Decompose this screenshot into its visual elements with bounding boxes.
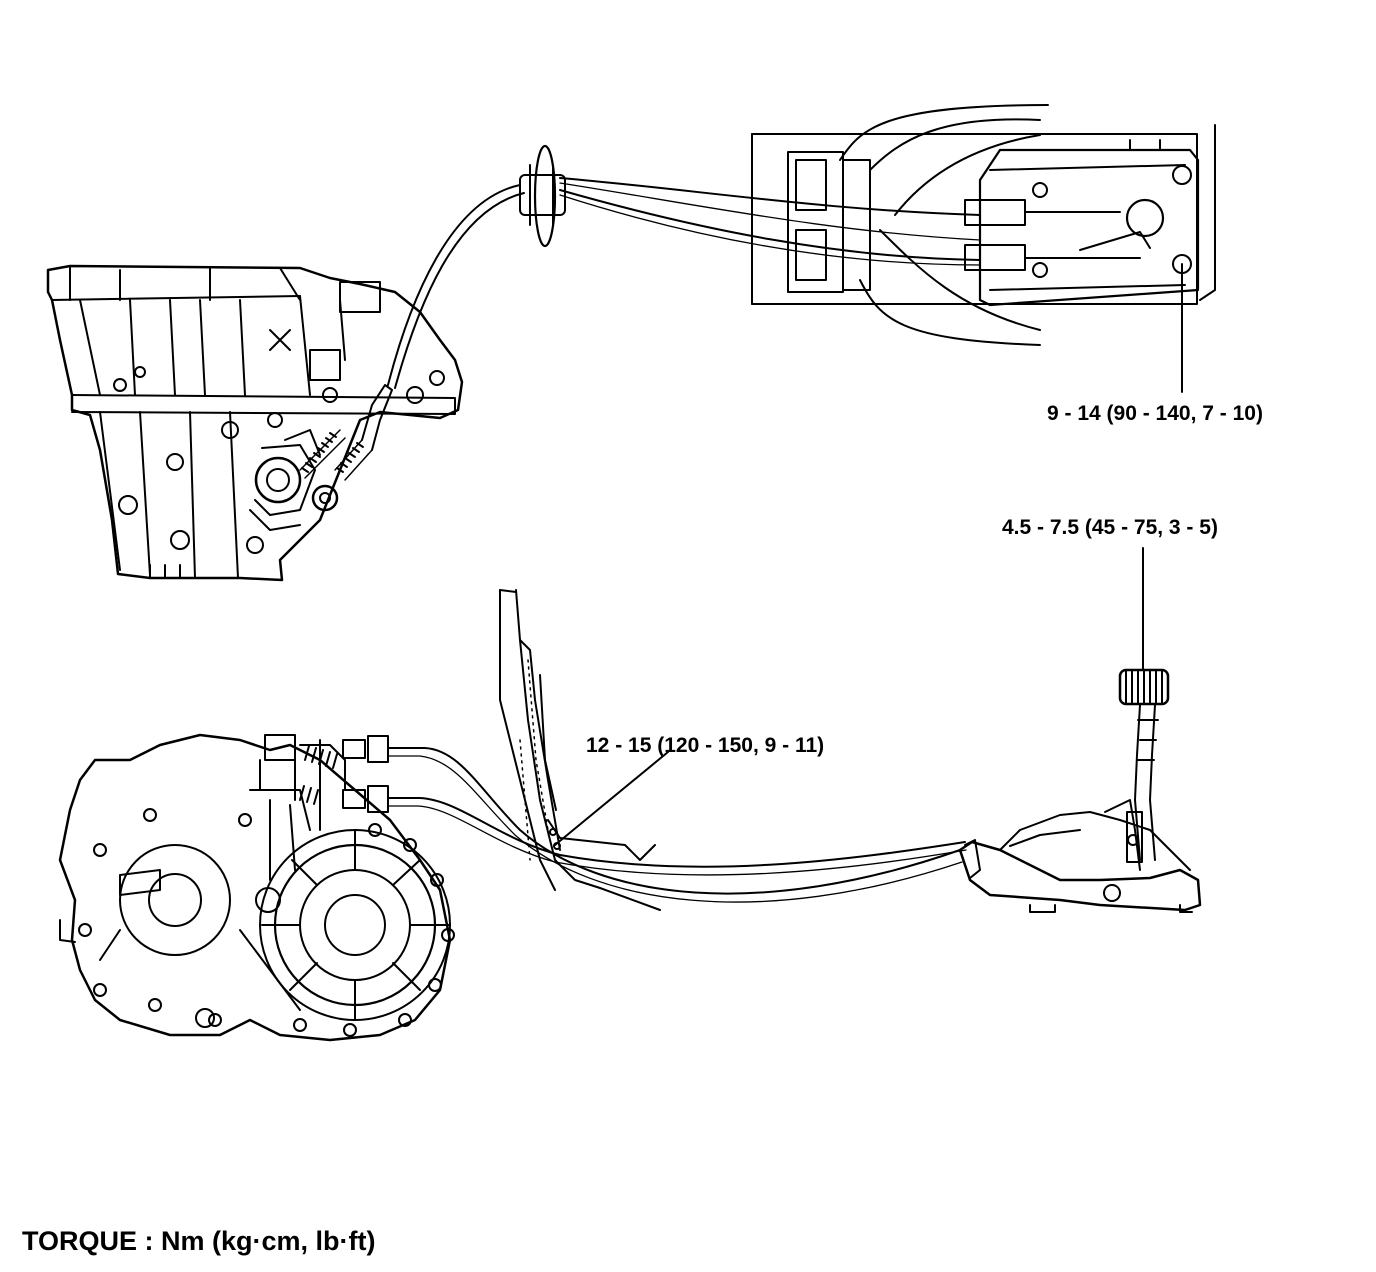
torque-label-console-bolt: 9 - 14 (90 - 140, 7 - 10): [1047, 402, 1263, 425]
transaxle-front-view: [58, 733, 455, 1042]
shift-lever-assembly: [958, 668, 1202, 913]
torque-label-bracket-bolt: 12 - 15 (120 - 150, 9 - 11): [586, 734, 825, 757]
upper-shift-cables: [387, 144, 981, 389]
console-shifter-top-view: [751, 104, 1216, 346]
torque-label-shift-lever: 4.5 - 7.5 (45 - 75, 3 - 5): [1002, 516, 1218, 539]
floor-bracket: [499, 589, 661, 911]
transaxle-side-view: [46, 264, 464, 582]
torque-units-note: TORQUE : Nm (kg·cm, lb·ft): [22, 1226, 376, 1256]
leader-bracket-bolt: [554, 751, 669, 846]
lower-shift-cables: [387, 747, 967, 903]
